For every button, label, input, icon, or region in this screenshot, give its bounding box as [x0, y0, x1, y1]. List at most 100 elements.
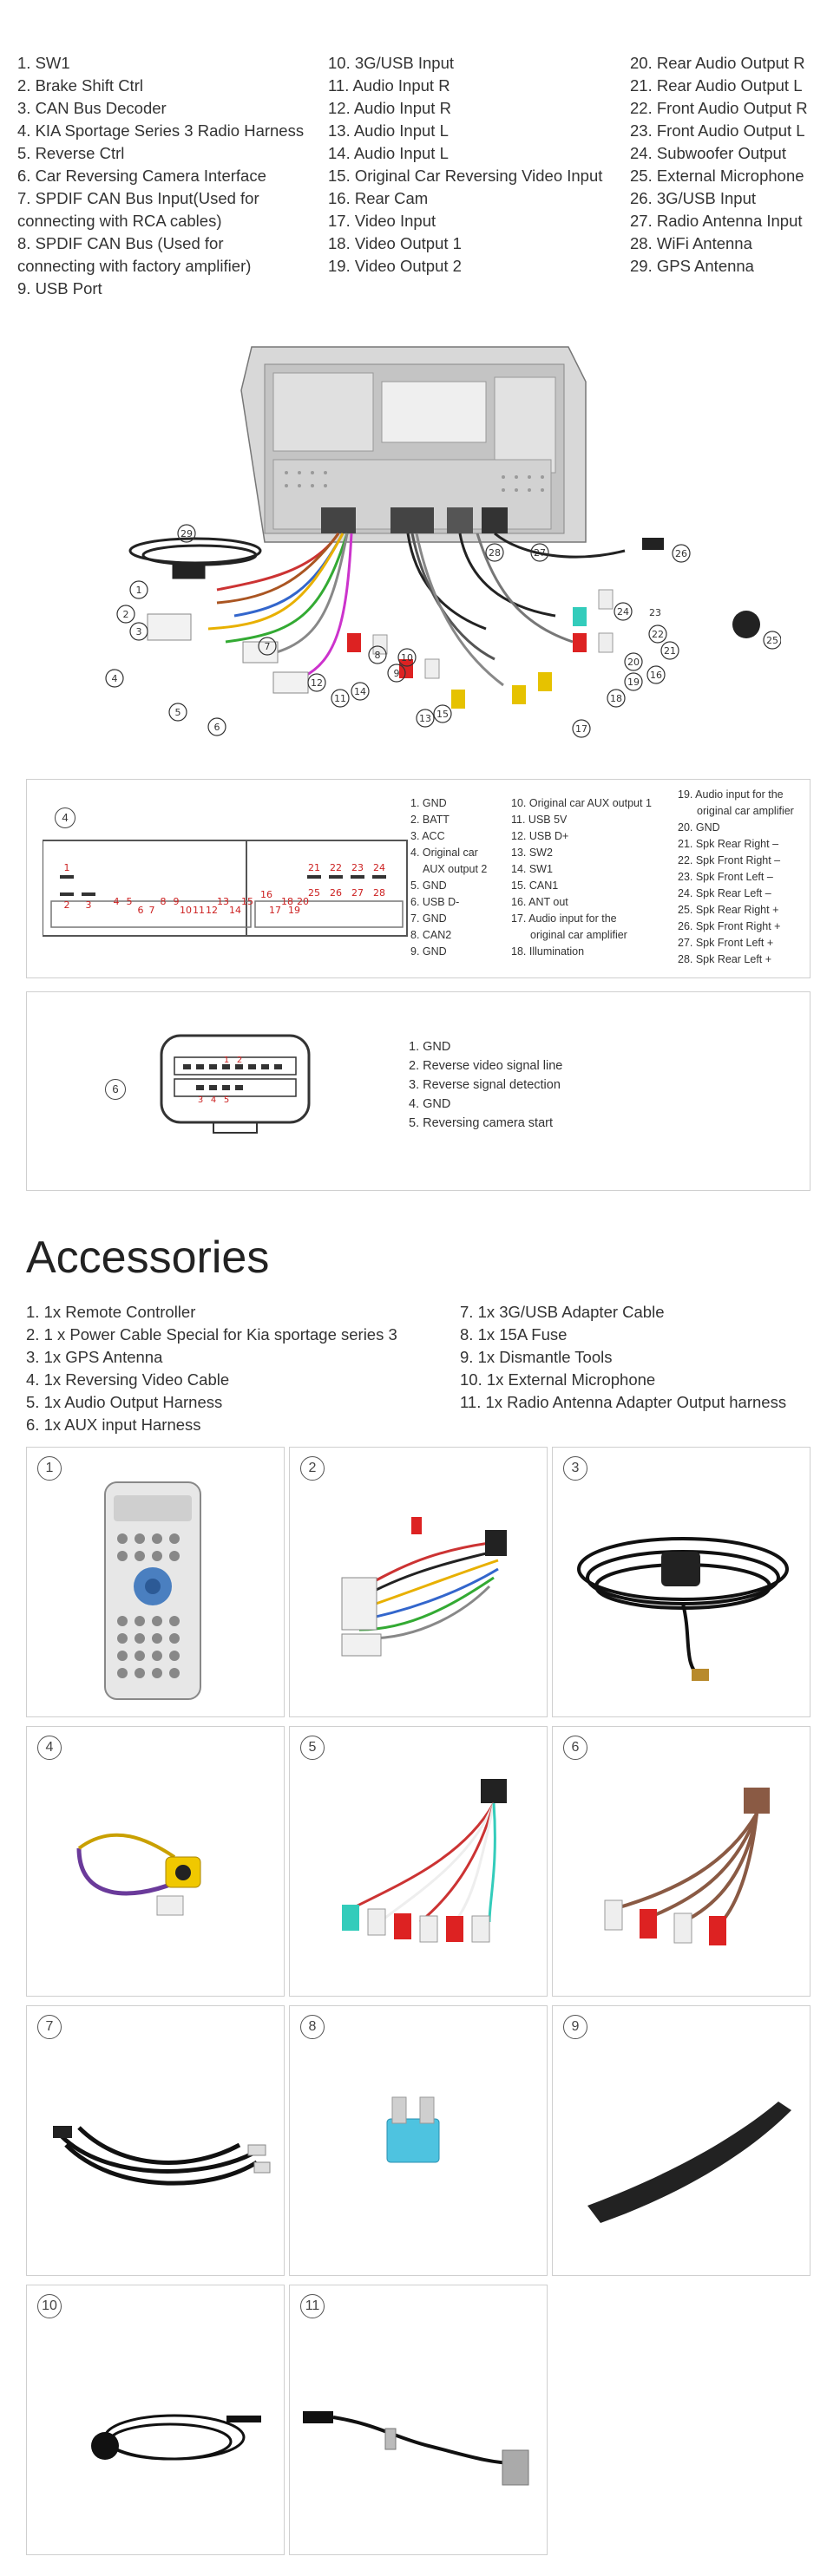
- pin-label: 16: [260, 889, 272, 900]
- legend-item: 25. External Microphone: [630, 167, 804, 185]
- wiring-callouts: 29 1 2 3 4 5 6 7 8 10 9 11 12 14 13 15 1…: [105, 524, 781, 738]
- legend-item: 28. WiFi Antenna: [630, 234, 752, 252]
- callout-21: 21: [664, 645, 676, 657]
- pin-description: 3. ACC: [410, 830, 445, 842]
- pin-description: 19. Audio input for the: [678, 788, 784, 801]
- legend-item: 19. Video Output 2: [328, 257, 462, 275]
- legend-column-3: 20. Rear Audio Output R 21. Rear Audio O…: [630, 52, 838, 278]
- callout-17: 17: [575, 723, 587, 735]
- connector-6-pin-list: 1. GND 2. Reverse video signal line 3. R…: [409, 1037, 669, 1133]
- pin-description: 22. Spk Front Right –: [678, 854, 781, 866]
- pin-description: 18. Illumination: [511, 945, 585, 958]
- pin-label: 4: [211, 1095, 216, 1105]
- accessory-card-aux-input-harness: 6: [552, 1726, 810, 1997]
- callout-9: 9: [394, 668, 400, 679]
- connector-4-pin-list-3: 19. Audio input for the original car amp…: [678, 787, 808, 968]
- pin-label: 14: [229, 905, 241, 916]
- pin-description: 9. GND: [410, 945, 447, 958]
- accessory-card-fuse: 8: [289, 2005, 548, 2276]
- pin-label: 7: [149, 905, 155, 916]
- pin-label: 2: [237, 1056, 242, 1065]
- legend-item: 22. Front Audio Output R: [630, 99, 808, 117]
- pin-description: 10. Original car AUX output 1: [511, 797, 652, 809]
- callout-27: 27: [534, 547, 546, 559]
- callout-16: 16: [650, 670, 662, 681]
- accessory-item: 10. 1x External Microphone: [460, 1370, 656, 1389]
- fuse-icon: [386, 2096, 440, 2163]
- pin-description: 8. CAN2: [410, 929, 452, 941]
- pin-label: 6: [138, 905, 144, 916]
- accessory-card-external-microphone: 10: [26, 2285, 285, 2555]
- accessory-card-reversing-video-cable: 4: [26, 1726, 285, 1997]
- card-number: 7: [37, 2015, 62, 2039]
- callout-13: 13: [419, 713, 431, 724]
- microphone-illustration: [91, 2414, 261, 2461]
- accessory-card-radio-antenna-adapter: 11: [289, 2285, 548, 2555]
- connector-4-pinout: 4 1 21 22 23 24 2 3 4 5 6 7 8 9 10 11 12…: [26, 779, 810, 978]
- pin-label: 17: [269, 905, 281, 916]
- card-number: 6: [563, 1736, 587, 1760]
- pin-label: 19: [288, 905, 300, 916]
- callout-18: 18: [610, 693, 622, 704]
- legend-item: 23. Front Audio Output L: [630, 121, 805, 140]
- legend-item: 18. Video Output 1: [328, 234, 462, 252]
- legend-item: 3. CAN Bus Decoder: [17, 99, 167, 117]
- pin-description: 23. Spk Front Left –: [678, 871, 773, 883]
- harness-wires: [207, 532, 626, 687]
- legend-item: 7. SPDIF CAN Bus Input(Used for: [17, 189, 259, 207]
- callout-11: 11: [334, 693, 346, 704]
- pin-description: 25. Spk Rear Right +: [678, 904, 779, 916]
- pin-description: original car amplifier: [697, 805, 794, 817]
- accessory-item: 3. 1x GPS Antenna: [26, 1348, 163, 1366]
- pin-description: 4. Original car: [410, 847, 478, 859]
- pin-description: 6. USB D-: [410, 896, 460, 908]
- gps-antenna-illustration: [577, 1537, 789, 1681]
- accessory-card-audio-output-harness: 5: [289, 1726, 548, 1997]
- pin-label: 22: [330, 862, 342, 873]
- legend-item: connecting with factory amplifier): [17, 257, 252, 275]
- legend-item: 5. Reverse Ctrl: [17, 144, 125, 162]
- pin-label: 8: [161, 896, 167, 907]
- card-number: 1: [37, 1456, 62, 1481]
- callout-12: 12: [311, 677, 323, 689]
- audio-output-harness-illustration: [342, 1779, 507, 1943]
- card-number: 8: [300, 2015, 325, 2039]
- callout-14: 14: [354, 686, 366, 697]
- pin-description: 12. USB D+: [511, 830, 569, 842]
- pin-description: original car amplifier: [530, 929, 627, 941]
- dismantle-tool-icon: [587, 2102, 791, 2223]
- pin-label: 13: [217, 896, 229, 907]
- legend-item: connecting with RCA cables): [17, 212, 222, 230]
- harness-plugs: [147, 538, 760, 709]
- pin-description: 24. Spk Rear Left –: [678, 887, 771, 899]
- accessories-list-1: 1. 1x Remote Controller 2. 1 x Power Cab…: [26, 1301, 460, 1436]
- pin-label: 9: [174, 896, 180, 907]
- callout-7: 7: [265, 641, 271, 652]
- callout-19: 19: [627, 677, 640, 688]
- pin-description: 2. BATT: [410, 814, 450, 826]
- pin-description: AUX output 2: [423, 863, 488, 875]
- callout-28: 28: [489, 547, 501, 559]
- legend-item: 29. GPS Antenna: [630, 257, 754, 275]
- connector-4-label: 4: [55, 807, 75, 828]
- legend-item: 16. Rear Cam: [328, 189, 429, 207]
- pin-description: 2. Reverse video signal line: [409, 1059, 563, 1073]
- remote-controller-illustration: [104, 1481, 201, 1700]
- callout-6: 6: [214, 722, 220, 733]
- pin-label: 5: [127, 896, 133, 907]
- pin-description: 15. CAN1: [511, 879, 559, 892]
- legend-item: 1. SW1: [17, 54, 70, 72]
- callout-20: 20: [627, 657, 640, 668]
- usb-adapter-cable-illustration: [53, 2126, 271, 2186]
- pin-description: 5. GND: [410, 879, 447, 892]
- legend-item: 10. 3G/USB Input: [328, 54, 455, 72]
- card-number: 11: [300, 2294, 325, 2318]
- pin-label: 28: [373, 887, 385, 899]
- card-number: 4: [37, 1736, 62, 1760]
- accessory-item: 8. 1x 15A Fuse: [460, 1325, 568, 1344]
- pin-description: 3. Reverse signal detection: [409, 1078, 561, 1092]
- legend-item: 27. Radio Antenna Input: [630, 212, 803, 230]
- callout-1: 1: [136, 585, 142, 596]
- gps-antenna-illustration: [128, 537, 262, 579]
- legend-item: 15. Original Car Reversing Video Input: [328, 167, 603, 185]
